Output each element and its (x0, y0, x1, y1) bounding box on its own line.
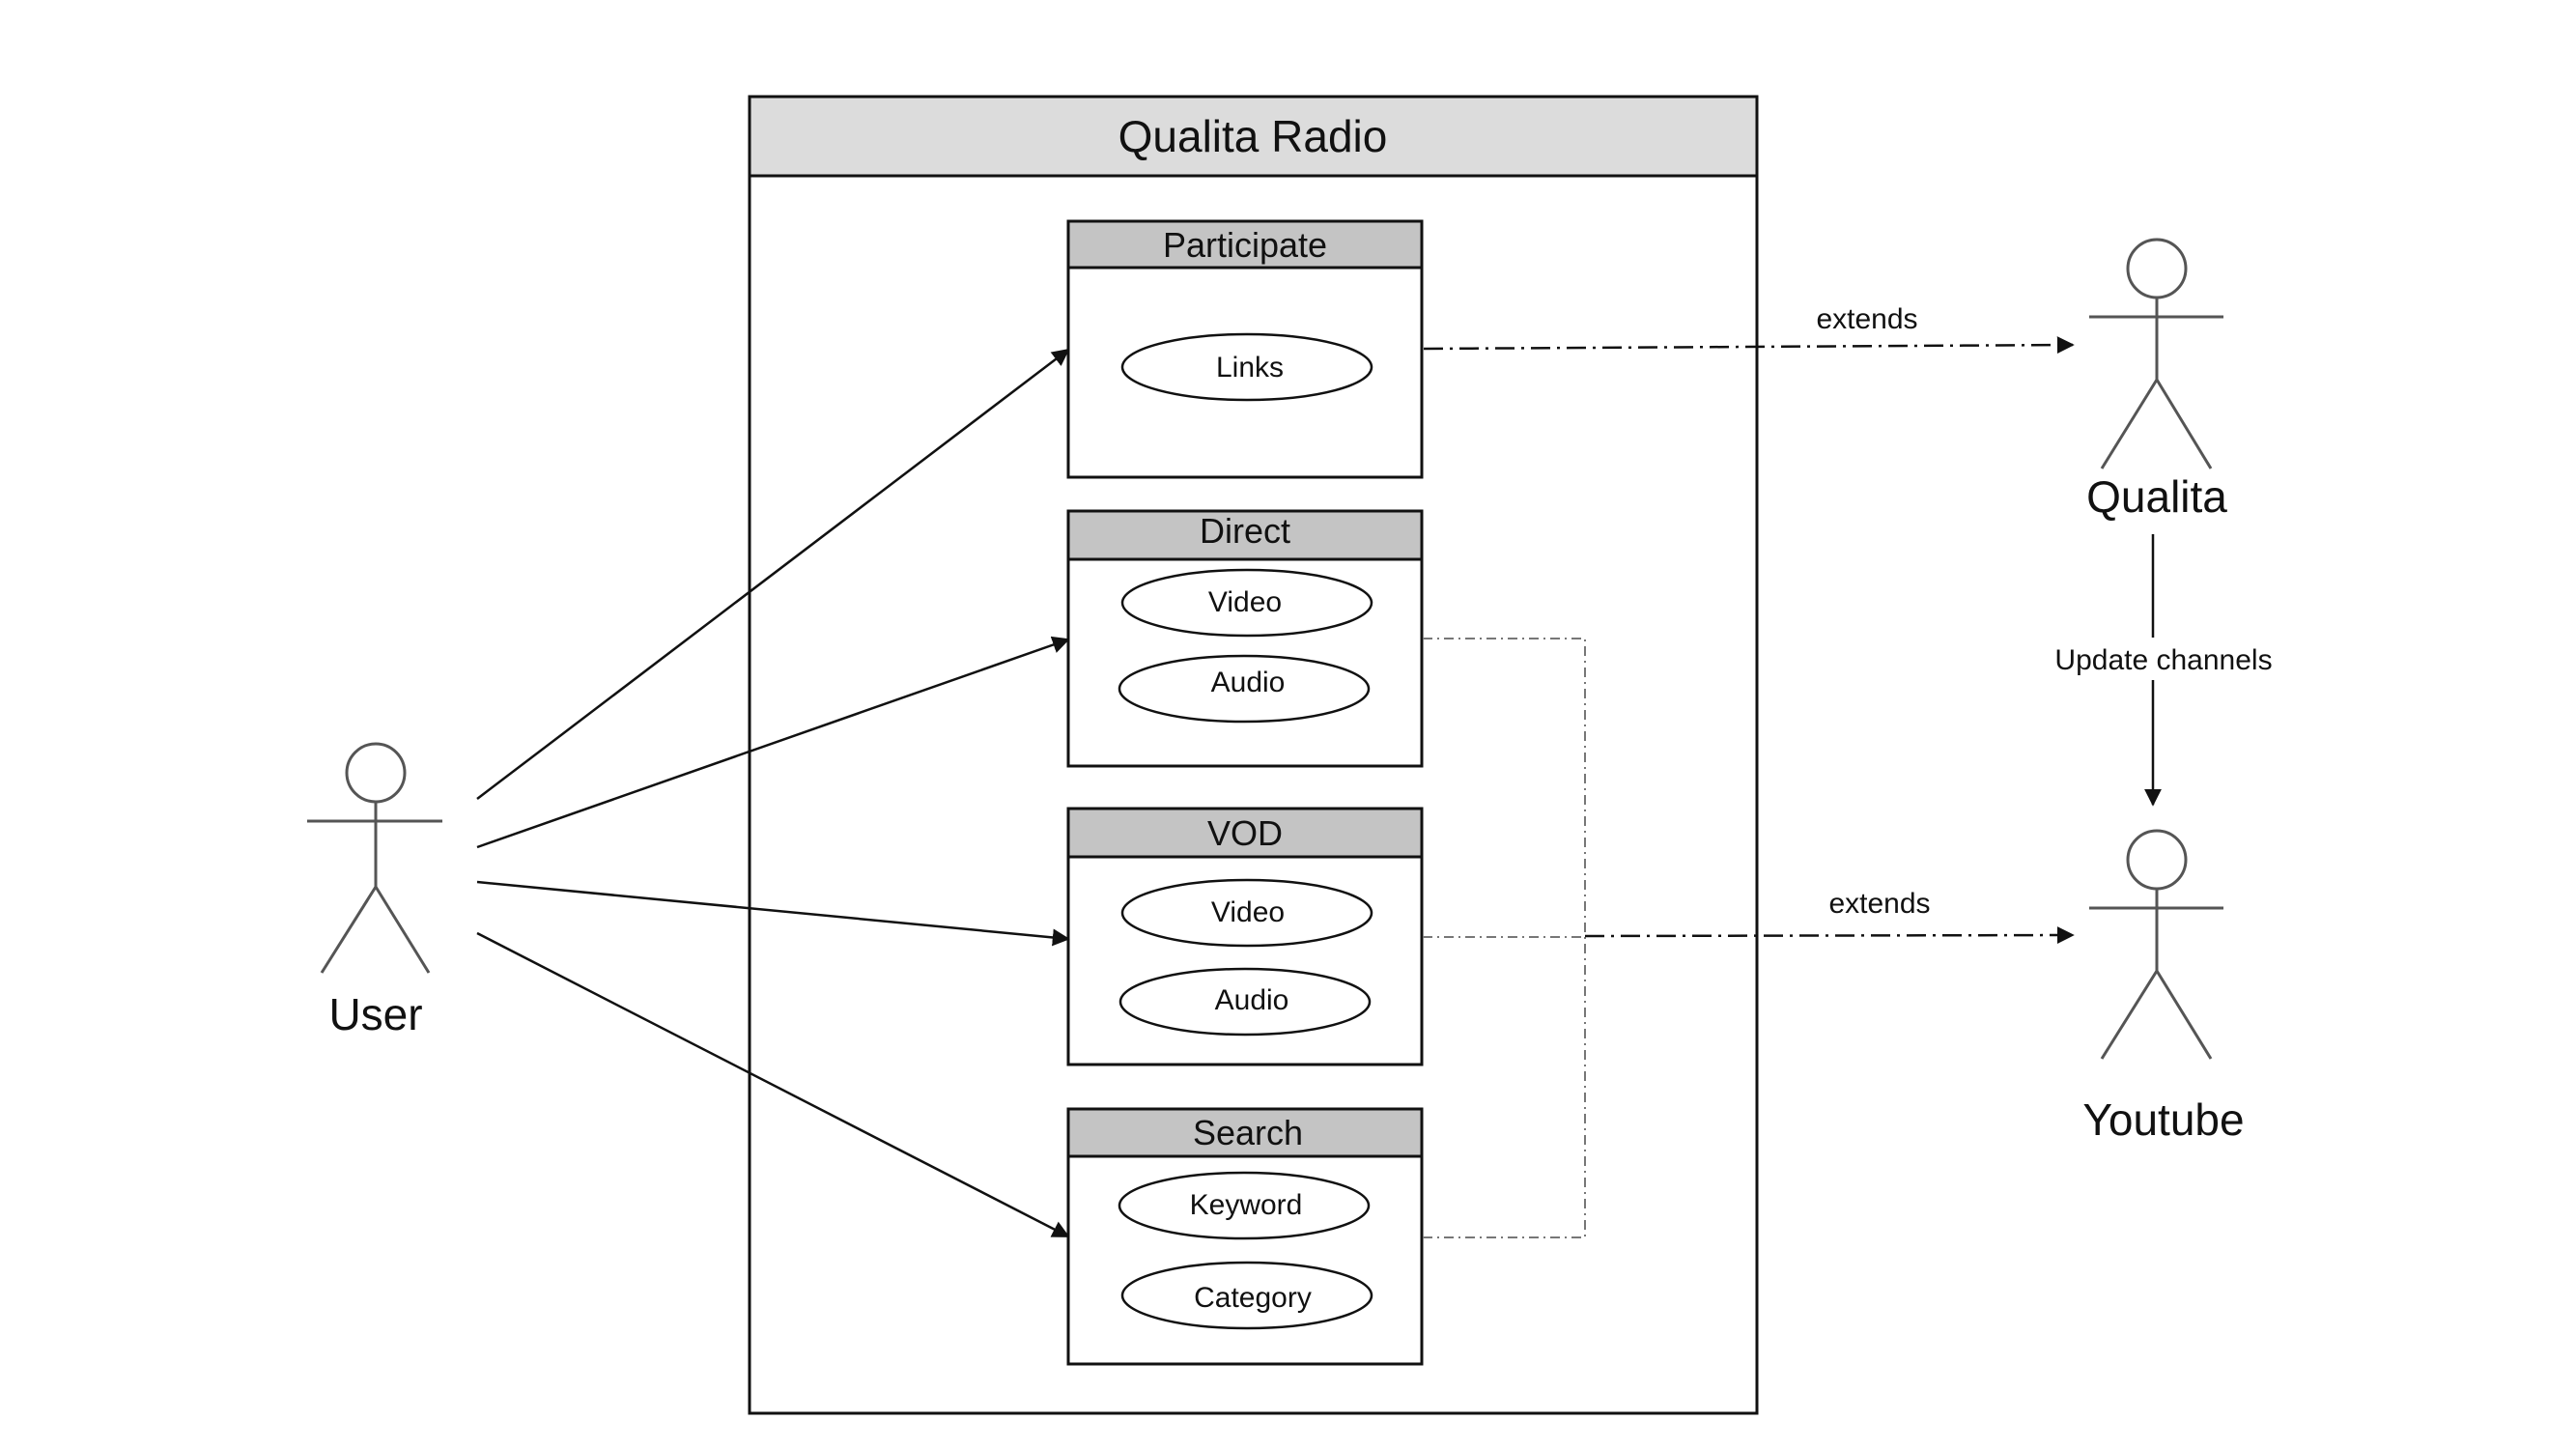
use-case-label: Video (1208, 586, 1282, 618)
edge-participate-qualita: extends (1423, 303, 2075, 355)
edge-label: extends (1816, 303, 1917, 335)
edge-user-participate (476, 348, 1070, 800)
actor-label: Qualita (2086, 471, 2227, 522)
package-direct[interactable]: Direct Video Audio (1066, 509, 1424, 768)
edge-direct-youtube (1423, 638, 1586, 1238)
edge-label: extends (1828, 888, 1930, 920)
package-search[interactable]: Search Keyword Category (1066, 1107, 1424, 1366)
actor-label: Youtube (2082, 1094, 2244, 1145)
package-title: Search (1193, 1113, 1303, 1152)
use-case-label: Keyword (1190, 1189, 1303, 1221)
use-case-links[interactable]: Links (1120, 332, 1373, 402)
stick-figure-icon (2089, 829, 2223, 1060)
use-case-audio[interactable]: Audio (1118, 654, 1371, 724)
edge-qualita-youtube: Update channels (2053, 534, 2276, 807)
use-case-label: Links (1216, 352, 1284, 384)
edge-user-direct (476, 636, 1070, 849)
actor-label: User (328, 989, 422, 1039)
edge-user-vod (476, 880, 1070, 947)
system-header (748, 95, 1759, 178)
use-case-label: Audio (1211, 667, 1286, 698)
stick-figure-icon (307, 742, 442, 974)
use-case-video[interactable]: Video (1120, 568, 1373, 638)
use-case-video[interactable]: Video (1120, 878, 1373, 948)
association-edges (476, 348, 1070, 1238)
package-title: Direct (1200, 511, 1290, 551)
use-case-label: Audio (1215, 984, 1289, 1016)
edge-vod-youtube: extends (1584, 888, 2075, 945)
stick-figure-icon (2089, 238, 2223, 469)
actor-youtube[interactable]: Youtube (2082, 829, 2245, 1145)
edge-user-search (476, 931, 1070, 1238)
actor-user[interactable]: User (307, 742, 442, 1039)
system-title: Qualita Radio (1118, 111, 1388, 161)
package-participate[interactable]: Participate Links (1066, 219, 1424, 479)
package-title: Participate (1163, 225, 1327, 265)
use-case-audio[interactable]: Audio (1118, 967, 1372, 1037)
package-vod[interactable]: VOD Video Audio (1066, 807, 1424, 1066)
use-case-label: Video (1211, 896, 1285, 928)
edge-label: Update channels (2054, 644, 2272, 676)
use-case-category[interactable]: Category (1120, 1261, 1373, 1330)
use-case-label: Category (1194, 1282, 1312, 1314)
dash-dot-connectors (1423, 638, 1586, 1238)
use-case-keyword[interactable]: Keyword (1118, 1171, 1371, 1240)
package-title: VOD (1207, 813, 1283, 853)
actor-qualita[interactable]: Qualita (2086, 238, 2227, 522)
